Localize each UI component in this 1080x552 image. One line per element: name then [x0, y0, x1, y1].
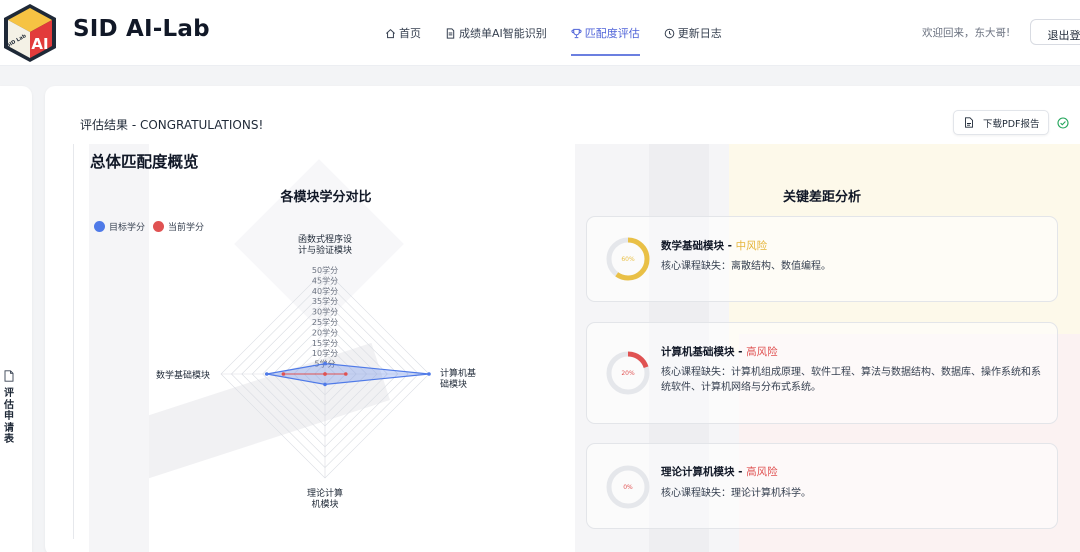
nav-transcript-ai[interactable]: 成绩单AI智能识别	[445, 24, 547, 42]
radar-axis-label: 计算机基	[440, 367, 476, 379]
nav-home[interactable]: 首页	[385, 24, 421, 42]
risk-badge: 中风险	[735, 240, 768, 252]
gap-analysis-title: 关键差距分析	[782, 190, 861, 205]
radar-tick-label: 10学分	[312, 348, 338, 358]
gap-module-name: 理论计算机模块	[661, 466, 735, 478]
legend-label-current: 当前学分	[168, 223, 205, 233]
radar-tick-label: 20学分	[312, 327, 338, 337]
brand-title: SID AI-Lab	[73, 16, 210, 42]
radar-tick-label: 15学分	[312, 338, 338, 348]
gap-detail-theory: 核心课程缺失：理论计算机科学。	[661, 488, 811, 499]
clock-icon	[664, 28, 675, 38]
progress-ring-theory: 0%	[606, 465, 650, 509]
radar-point	[323, 361, 327, 366]
chart-legend: 目标学分 当前学分	[94, 220, 212, 233]
pdf-icon	[965, 117, 973, 128]
legend-swatch-current	[153, 221, 165, 232]
radar-point	[427, 372, 431, 376]
progress-ring-label: 60%	[621, 256, 635, 263]
progress-ring-label: 0%	[623, 484, 633, 491]
nav-transcript-label: 成绩单AI智能识别	[459, 27, 547, 40]
radar-axis-label: 理论计算	[307, 487, 343, 499]
nav-changelog-label: 更新日志	[677, 27, 722, 40]
main-nav: 首页 成绩单AI智能识别 匹配度评估 更新日志	[385, 24, 746, 56]
gap-detail-math: 核心课程缺失：离散结构、数值编程。	[661, 261, 831, 272]
nav-home-label: 首页	[399, 27, 421, 40]
download-pdf-label: 下载PDF报告	[983, 118, 1040, 130]
radar-tick-label: 30学分	[312, 307, 338, 317]
radar-axis-label: 数学基础模块	[156, 369, 210, 381]
sid-logo[interactable]: AI SID Lab	[2, 2, 58, 64]
radar-axis-label: 机模块	[311, 498, 338, 510]
nav-match-label: 匹配度评估	[584, 27, 640, 40]
nav-match-eval[interactable]: 匹配度评估	[570, 24, 640, 56]
radar-tick-label: 50学分	[312, 265, 338, 275]
side-tab-label: 评估申请表	[4, 388, 14, 445]
radar-point	[281, 372, 286, 376]
top-navbar: AI SID Lab SID AI-Lab 首页 成绩单AI智能识别 匹配度评估…	[0, 0, 1080, 66]
gap-heading-math: 数学基础模块 - 中风险	[661, 240, 768, 252]
radar-tick-label: 25学分	[312, 317, 338, 327]
legend-label-target: 目标学分	[109, 223, 146, 233]
legend-item-current[interactable]: 当前学分	[153, 220, 204, 233]
result-title: 评估结果 - CONGRATULATIONS!	[80, 118, 264, 132]
legend-swatch-target	[94, 221, 105, 232]
gap-module-name: 计算机基础模块	[661, 346, 735, 358]
logo-ai-text: AI	[31, 35, 48, 53]
gap-heading-cs: 计算机基础模块 - 高风险	[661, 346, 778, 358]
logout-button[interactable]: 退出登录	[1030, 19, 1080, 45]
trophy-icon	[571, 28, 582, 38]
gap-card-math: 60% 数学基础模块 - 中风险 核心课程缺失：离散结构、数值编程。	[586, 216, 1058, 302]
radar-axis-label: 计与验证模块	[298, 244, 352, 256]
document-icon	[446, 27, 455, 39]
gap-detail-cs: 核心课程缺失：计算机组成原理、软件工程、算法与数据结构、数据库、操作系统和系统软…	[661, 367, 1041, 393]
radar-point	[323, 382, 327, 387]
content-divider	[73, 144, 74, 539]
radar-tick-label: 40学分	[312, 286, 338, 296]
check-circle-icon	[1057, 117, 1069, 129]
radar-axis-label: 函数式程序设	[298, 233, 352, 245]
radar-tick-label: 35学分	[312, 296, 338, 306]
legend-item-target[interactable]: 目标学分	[94, 220, 145, 233]
radar-chart: 5学分10学分15学分20学分25学分30学分35学分40学分45学分50学分函…	[156, 233, 476, 510]
progress-ring-math: 60%	[606, 237, 650, 281]
radar-tick-label: 45学分	[312, 275, 338, 285]
radar-point	[264, 372, 269, 376]
gap-module-name: 数学基础模块	[661, 240, 724, 252]
gap-card-theory: 0% 理论计算机模块 - 高风险 核心课程缺失：理论计算机科学。	[586, 443, 1058, 529]
risk-badge: 高风险	[746, 346, 778, 358]
chart-title: 各模块学分对比	[280, 190, 372, 205]
progress-ring-label: 20%	[621, 370, 635, 377]
nav-changelog[interactable]: 更新日志	[664, 24, 722, 42]
risk-badge: 高风险	[746, 466, 778, 478]
document-icon	[4, 370, 14, 382]
welcome-text: 欢迎回来，东大哥!	[922, 27, 1011, 39]
overview-heading: 总体匹配度概览	[90, 153, 199, 171]
progress-ring-cs: 20%	[606, 351, 650, 395]
gap-card-cs-basics: 20% 计算机基础模块 - 高风险 核心课程缺失：计算机组成原理、软件工程、算法…	[586, 322, 1058, 424]
radar-point	[344, 372, 348, 376]
gap-heading-theory: 理论计算机模块 - 高风险	[661, 466, 778, 478]
home-icon	[386, 28, 395, 38]
radar-point	[323, 372, 327, 376]
radar-axis-label: 础模块	[440, 378, 467, 390]
download-pdf-button[interactable]: 下载PDF报告	[953, 110, 1049, 135]
side-tab-application[interactable]: 评估申请表	[0, 86, 32, 552]
